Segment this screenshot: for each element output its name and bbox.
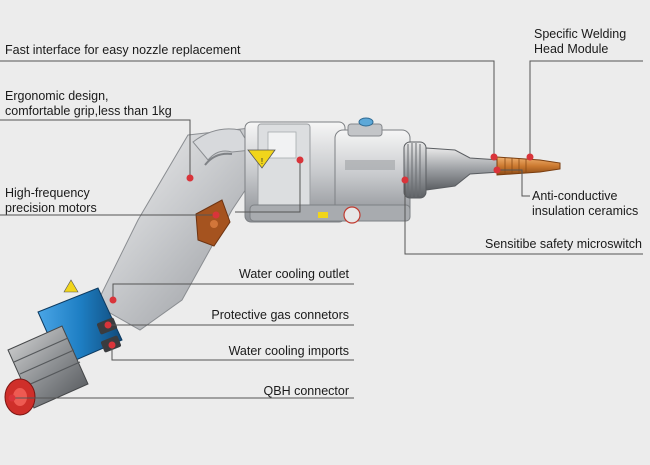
leader-welding-head: [529, 60, 643, 157]
svg-text:!: !: [261, 157, 263, 166]
label-motors: High-frequency precision motors: [5, 186, 97, 216]
trigger-loop: [192, 128, 253, 161]
label-ergonomic: Ergonomic design, comfortable grip,less …: [5, 89, 172, 119]
label-microswitch: Sensitibe safety microswitch: [485, 237, 642, 252]
label-water-imports: Water cooling imports: [229, 344, 349, 359]
leader-ceramics: [497, 169, 530, 197]
label-welding-head-line1: Specific Welding: [534, 27, 627, 41]
dot-water-outlet: [109, 296, 117, 304]
ribbed-ring: [403, 141, 427, 199]
label-microswitch-text: Sensitibe safety microswitch: [484, 237, 642, 251]
label-water-outlet-text: Water cooling outlet: [238, 267, 349, 281]
label-water-imports-text: Water cooling imports: [228, 344, 349, 358]
leader-microswitch-2: [404, 180, 643, 255]
dot-motors: [212, 211, 220, 219]
dot-microswitch-top: [296, 156, 304, 164]
dot-ergonomic: [186, 174, 194, 182]
label-water-outlet: Water cooling outlet: [239, 267, 349, 282]
dot-fast-interface: [490, 153, 498, 161]
label-motors-line2: precision motors: [5, 201, 97, 215]
dot-welding-head: [526, 153, 534, 161]
neck-tube: [425, 147, 501, 191]
leader-microswitch: [235, 160, 301, 213]
leader-ergonomic: [0, 119, 191, 178]
label-fast-interface: Fast interface for easy nozzle replaceme…: [5, 43, 241, 58]
label-welding-head-line2: Head Module: [534, 42, 609, 56]
warning-sticker: [247, 149, 276, 169]
label-ergonomic-line2: comfortable grip,less than 1kg: [5, 104, 172, 118]
label-ceramics: Anti-conductive insulation ceramics: [532, 189, 638, 219]
label-qbh: QBH connector: [264, 384, 349, 399]
label-gas-connectors-text: Protective gas connetors: [211, 308, 349, 322]
label-fast-interface-text: Fast interface for easy nozzle replaceme…: [5, 43, 241, 57]
label-qbh-text: QBH connector: [263, 384, 349, 398]
dot-ceramics: [493, 166, 501, 174]
label-gas-connectors: Protective gas connetors: [211, 308, 349, 323]
leader-water-outlet: [112, 283, 354, 300]
label-ceramics-line1: Anti-conductive: [532, 189, 618, 203]
dot-water-imports: [108, 341, 116, 349]
label-motors-line1: High-frequency: [5, 186, 90, 200]
dot-gas: [104, 321, 112, 329]
label-ergonomic-line1: Ergonomic design,: [5, 89, 109, 103]
leader-fast-interface: [0, 60, 495, 157]
dot-microswitch: [401, 176, 409, 184]
label-welding-head: Specific Welding Head Module: [534, 27, 626, 57]
label-ceramics-line2: insulation ceramics: [532, 204, 639, 218]
dot-qbh: [8, 394, 16, 402]
leader-water-imports: [111, 345, 354, 361]
